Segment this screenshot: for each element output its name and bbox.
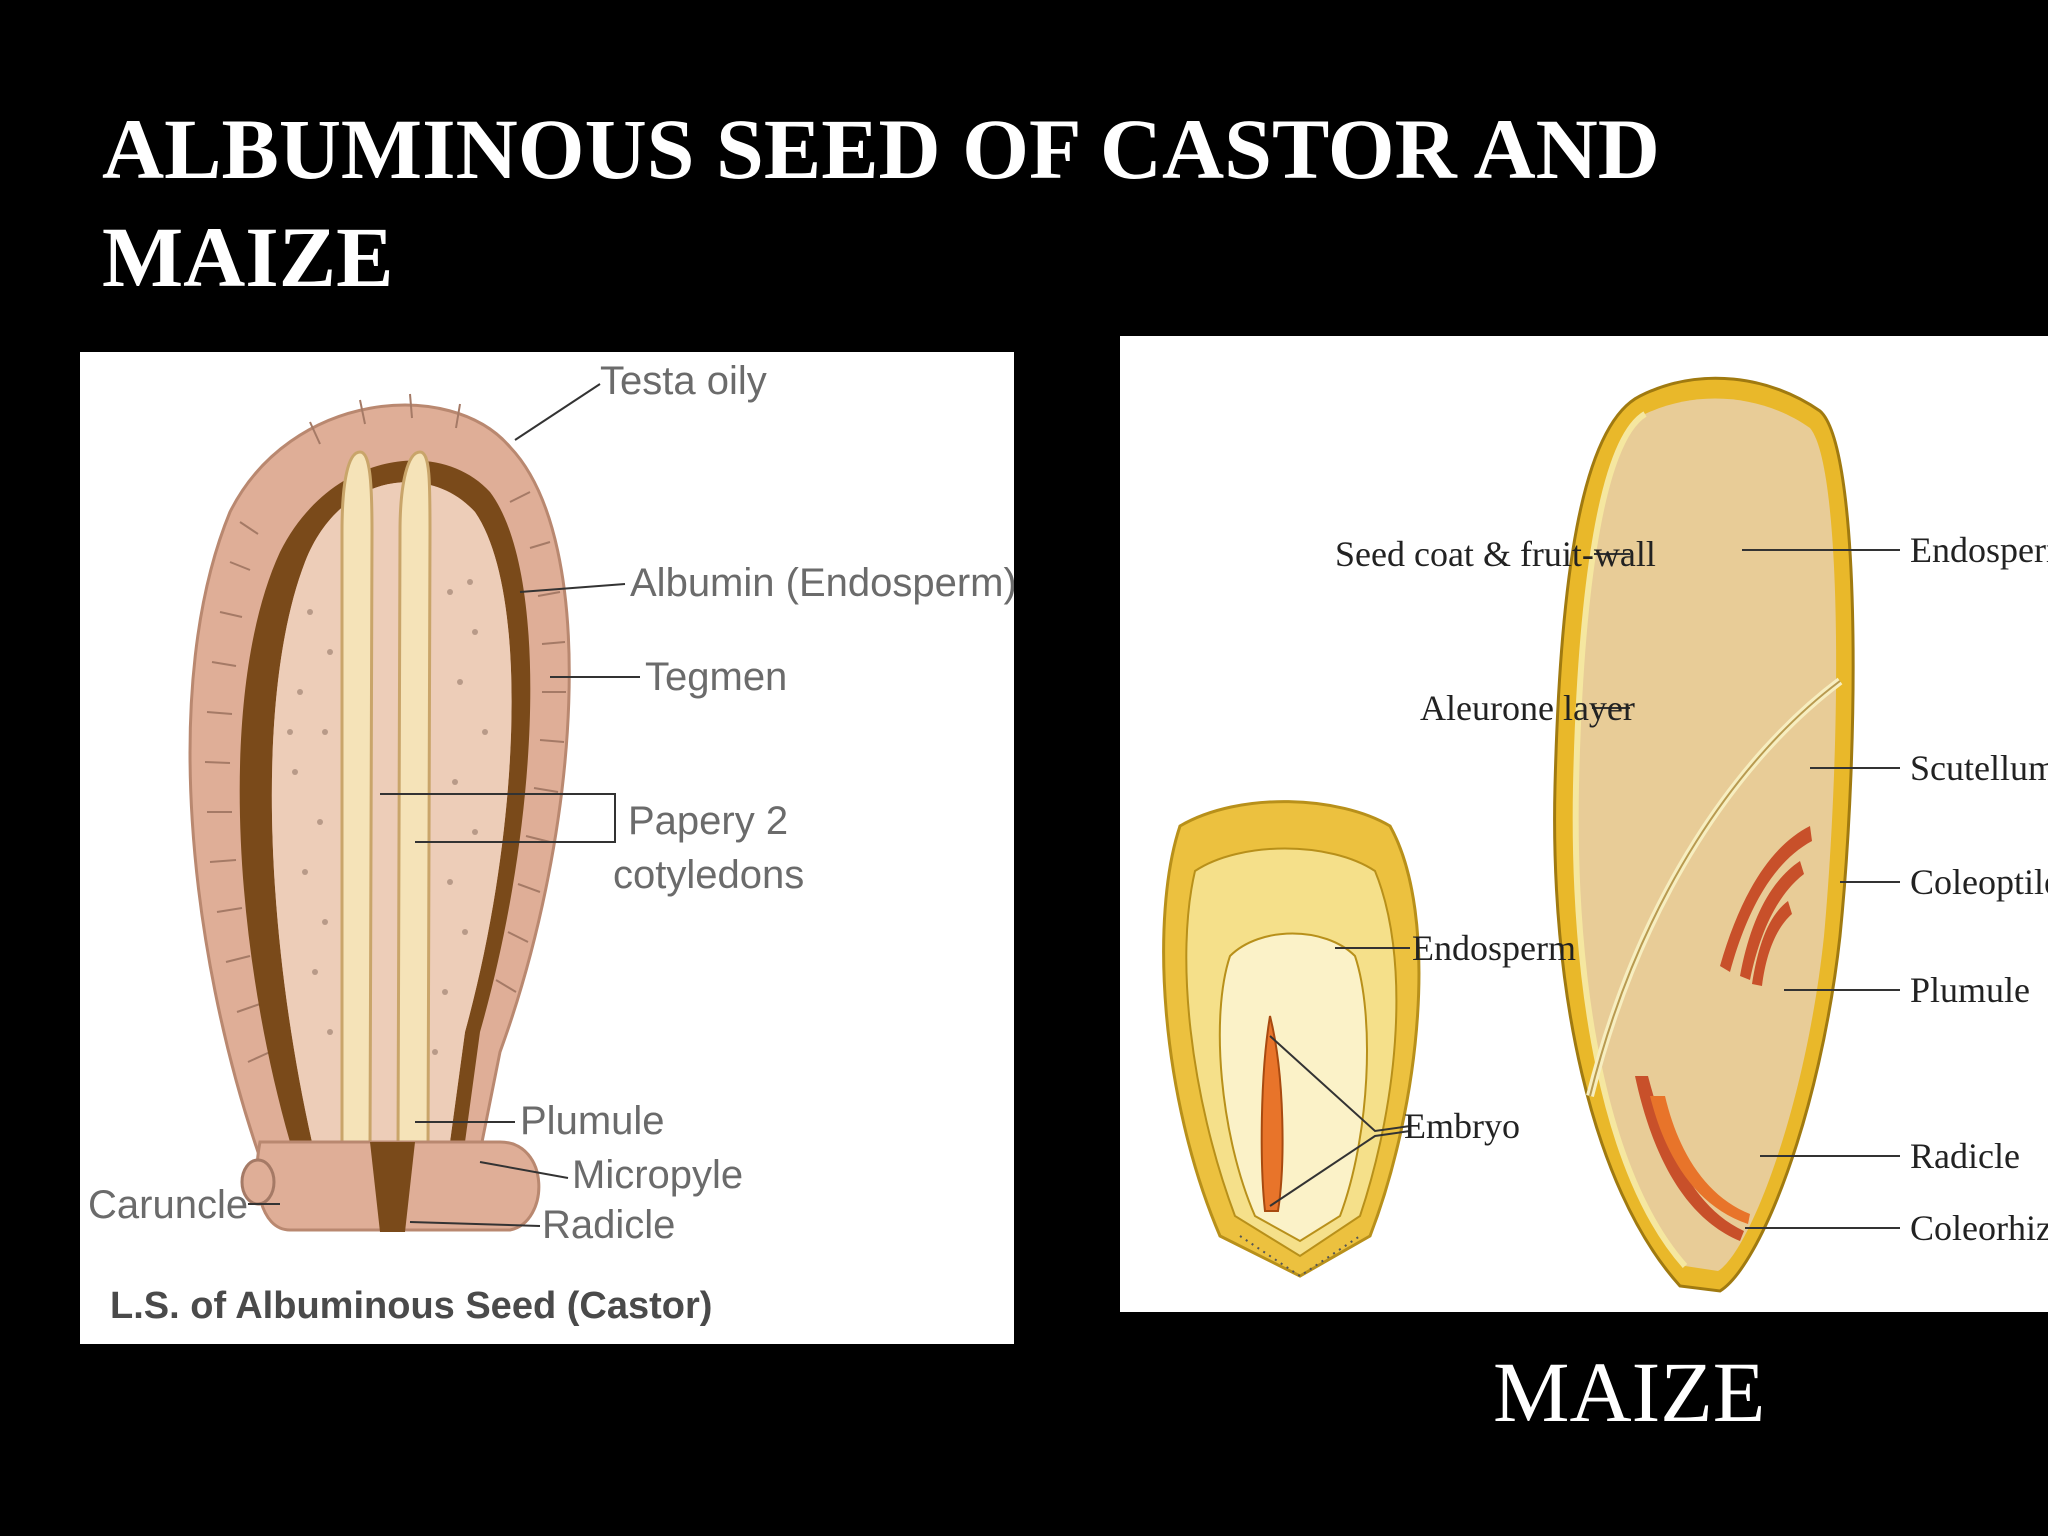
castor-testa-striations — [204, 393, 566, 1063]
castor-label-testa: Testa oily — [600, 359, 767, 403]
castor-label-tegmen: Tegmen — [645, 655, 787, 699]
maize-coleorhiza — [1650, 1096, 1750, 1224]
maize-label-coleorhiza: Coleorhiza — [1910, 1208, 2048, 1248]
maize-label-aleurone: Aleurone layer — [1420, 688, 1635, 728]
castor-label-caruncle: Caruncle — [88, 1183, 248, 1227]
castor-endosperm-dots — [287, 579, 488, 1055]
castor-radicle — [370, 1142, 415, 1232]
maize-label-embryo: Embryo — [1404, 1106, 1520, 1146]
maize-small-grain-inner — [1218, 932, 1368, 1243]
maize-small-embryo — [1260, 1015, 1284, 1212]
castor-label-plumule: Plumule — [520, 1099, 665, 1143]
castor-leader-lines — [248, 383, 640, 1227]
castor-endosperm — [271, 482, 512, 1143]
castor-tegmen — [239, 460, 531, 1142]
maize-label-seed-coat: Seed coat & fruit-wall — [1335, 534, 1656, 574]
castor-label-cotyledons-2: cotyledons — [613, 853, 804, 897]
castor-label-micropyle: Micropyle — [572, 1153, 743, 1197]
maize-aleurone-layer — [1572, 411, 1688, 1268]
maize-large-grain-endosperm — [1575, 398, 1837, 1271]
maize-label-scutellum: Scutellum — [1910, 748, 2048, 788]
castor-caption: L.S. of Albuminous Seed (Castor) — [110, 1285, 712, 1327]
maize-coleoptile — [1720, 826, 1812, 972]
maize-radicle — [1635, 1076, 1744, 1241]
castor-label-cotyledons-1: Papery 2 — [628, 799, 788, 843]
maize-caption: MAIZE — [1493, 1344, 1766, 1440]
maize-label-endosperm-small: Endosperm — [1412, 928, 1576, 968]
maize-scutellum-line-outline — [1589, 680, 1841, 1097]
castor-cotyledon-right — [396, 450, 432, 1154]
castor-label-albumin: Albumin (Endosperm) — [630, 561, 1014, 605]
slide-title: ALBUMINOUS SEED OF CASTOR AND MAIZE — [102, 101, 1660, 305]
maize-label-coleoptile: Coleoptile — [1910, 862, 2048, 902]
maize-small-tip-dots — [1239, 1235, 1361, 1278]
castor-label-radicle: Radicle — [542, 1203, 675, 1247]
maize-diagram-panel: Seed coat & fruit-wall Aleurone layer En… — [1120, 336, 2048, 1312]
maize-label-radicle: Radicle — [1910, 1136, 2020, 1176]
maize-label-endosperm-right: Endosperm — [1910, 530, 2048, 570]
castor-seed-illustration: Testa oily Albumin (Endosperm) Tegmen Pa… — [88, 359, 1014, 1327]
castor-diagram-panel: Testa oily Albumin (Endosperm) Tegmen Pa… — [80, 352, 1014, 1344]
maize-leader-lines — [1269, 549, 1900, 1229]
maize-label-plumule: Plumule — [1910, 970, 2030, 1010]
castor-cotyledon-left — [340, 450, 374, 1154]
maize-seed-illustration: Seed coat & fruit-wall Aleurone layer En… — [1162, 376, 2048, 1293]
